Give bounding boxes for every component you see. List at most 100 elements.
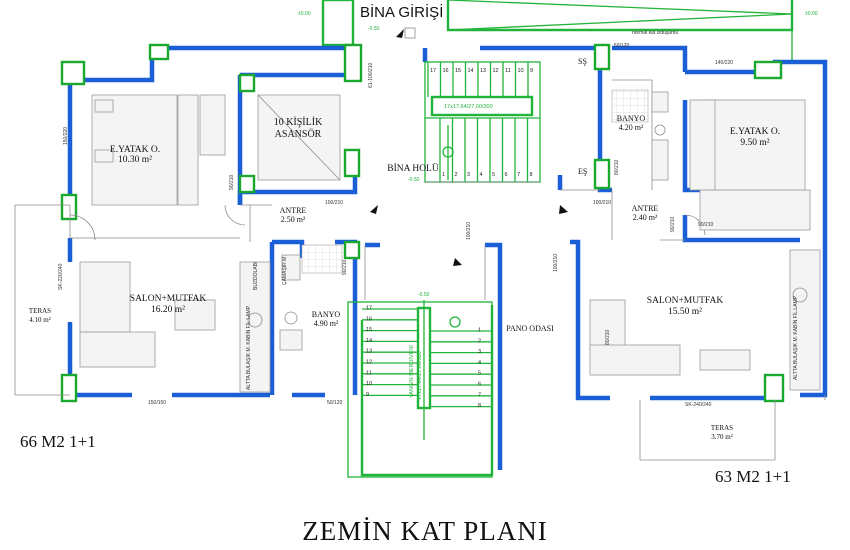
fridge-label: BUZDOLABI [253, 262, 259, 290]
lower-step-number: 13 [366, 349, 372, 355]
level-hall: -0.50 [408, 177, 420, 183]
lower-step-number: 10 [366, 381, 372, 387]
left-salon-area: 16.20 m² [151, 305, 185, 315]
right-antre-name: ANTRE [632, 204, 659, 213]
pano-name: PANO ODASI [506, 324, 554, 333]
right-antre-area: 2.40 m² [633, 213, 658, 222]
entry-arrow-left-icon [370, 205, 378, 214]
upper-step-number: 9 [530, 68, 533, 74]
entrance-canopy [321, 0, 794, 62]
unit-right-label: 63 M2 1+1 [715, 467, 791, 486]
level-top-right: ±0.00 [805, 11, 818, 17]
lower-step-number: 11 [366, 370, 372, 376]
entrance-arrow-icon [396, 29, 404, 38]
dim-61-100-210: 61-100/210 [368, 62, 374, 88]
right-salon-name: SALON+MUTFAK [647, 296, 724, 306]
upper-step-number: 16 [443, 68, 449, 74]
lower-step-number: 9 [366, 392, 369, 398]
right-teras-area: 3.70 m² [711, 433, 733, 441]
left-banyo-name: BANYO [312, 310, 341, 319]
dim-90-210-mid: 90/210 [342, 259, 348, 275]
dim-50-120-bottom: 50/120 [327, 400, 343, 406]
lower-stair-note: YANGIN MERDİVENİ [408, 345, 415, 398]
upper-step-number: 11 [505, 68, 511, 74]
left-antre-name: ANTRE [280, 206, 307, 215]
dim-90-210-right: 90/210 [698, 222, 714, 228]
dim-90-210-left-bed: 90/210 [670, 216, 676, 232]
dim-80-210: 80/210 [614, 159, 620, 175]
lower-step-number: 6 [478, 382, 481, 388]
hall-name: BİNA HOLÜ [387, 162, 439, 174]
lower-step-number: 16 [366, 316, 372, 322]
entry-arrow-right-icon [559, 205, 568, 214]
upper-step-number: 13 [480, 68, 486, 74]
left-bath-floor [301, 244, 343, 274]
ramp-label: normal kat izdüşümü [632, 30, 678, 36]
upper-step-number: 7 [517, 172, 520, 178]
lower-step-number: 5 [478, 371, 481, 377]
right-bedroom-name: E.YATAK O. [730, 127, 780, 137]
dim-150-220: 150/220 [63, 127, 69, 145]
dim-50-120-top: 50/120 [614, 43, 630, 49]
dim-90-210-a: 90/210 [229, 174, 235, 190]
furniture [79, 91, 821, 393]
left-teras-name: TERAS [29, 307, 51, 315]
dim-100-210-right: 100/210 [593, 200, 611, 206]
upper-step-number: 15 [455, 68, 461, 74]
upper-step-number: 4 [480, 172, 483, 178]
lower-step-number: 15 [366, 327, 372, 333]
upper-stair [424, 61, 541, 183]
right-bedroom-area: 9.50 m² [740, 138, 769, 148]
dim-140-220: 140/220 [715, 60, 733, 66]
unit-left-label: 66 M2 1+1 [20, 432, 96, 451]
washer-label: ÇAMAŞIR M. [282, 255, 288, 285]
dim-150-150: 150/150 [148, 400, 166, 406]
right-bath-floor [611, 89, 649, 123]
label-es: EŞ [578, 167, 587, 176]
elevator-line2: ASANSÖR [275, 128, 322, 140]
lower-step-number: 12 [366, 360, 372, 366]
structural-columns [60, 43, 785, 403]
lower-step-number: 17 [366, 306, 372, 312]
entry-arrow-mid-icon [453, 258, 462, 266]
lower-step-number: 1 [478, 328, 481, 334]
entrance-label: BİNA GİRİŞİ [360, 3, 443, 21]
lower-stair [347, 300, 494, 478]
upper-step-number: 14 [468, 68, 474, 74]
lower-step-number: 3 [478, 349, 481, 355]
lower-step-number: 4 [478, 360, 481, 366]
right-teras-name: TERAS [711, 424, 733, 432]
lower-step-number: 7 [478, 392, 481, 398]
level-top-mid: -0.50 [368, 26, 380, 32]
dim-100-210-mid: 100/210 [466, 222, 472, 240]
lower-step-number: 14 [366, 338, 372, 344]
level-top-left: ±0.00 [298, 11, 311, 17]
upper-step-number: 3 [467, 172, 470, 178]
interior-lines [14, 79, 826, 461]
dim-sk-240-240: SK-240/240 [685, 402, 712, 408]
upper-step-number: 2 [455, 172, 458, 178]
elevator-line1: 10 KİŞİLİK [274, 116, 323, 128]
plan-title: ZEMİN KAT PLANI [302, 516, 548, 546]
dim-100-210-pano: 100/210 [553, 254, 559, 272]
right-salon-area: 15.50 m² [668, 307, 702, 317]
left-antre-area: 2.50 m² [281, 215, 306, 224]
level-lower-stair: -0.50 [418, 292, 430, 298]
left-kitchen-note: ALTTA BULAŞIK M. KABİN FİL.LAMP. [245, 305, 252, 390]
lower-stair-spec: 17x17.64/27.00/300 [417, 351, 423, 400]
dim-80-210-right: 80/210 [605, 329, 611, 345]
right-kitchen-note: ALTTA BULAŞIK M. KABİN FİL.LAMP. [792, 295, 799, 380]
upper-step-number: 8 [530, 172, 533, 178]
upper-step-number: 17 [430, 68, 436, 74]
left-bedroom-name: E.YATAK O. [110, 145, 160, 155]
right-banyo-area: 4.20 m² [619, 123, 644, 132]
upper-stair-spec: 17x17.64/27.00/300 [444, 104, 493, 110]
lower-step-number: 8 [478, 403, 481, 409]
right-banyo-name: BANYO [617, 114, 646, 123]
left-banyo-area: 4.90 m² [314, 319, 339, 328]
dim-sk-220-240: SK-220/240 [58, 263, 64, 290]
lower-step-number: 2 [478, 338, 481, 344]
upper-step-number: 5 [492, 172, 495, 178]
upper-step-number: 6 [505, 172, 508, 178]
